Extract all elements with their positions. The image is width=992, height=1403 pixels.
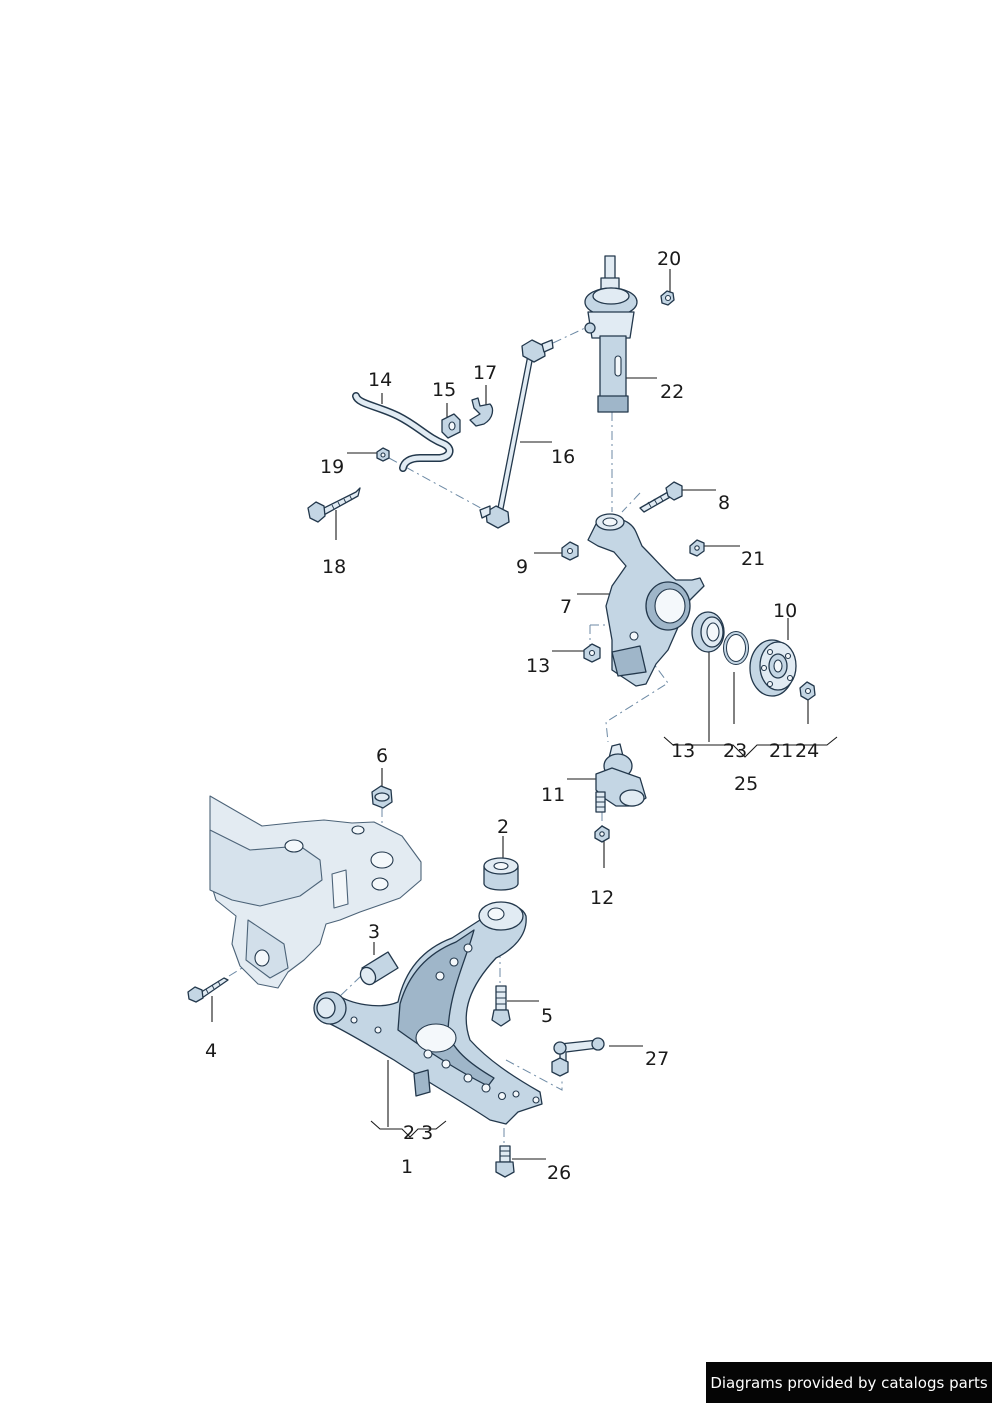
- strut-top-nut: [660, 290, 675, 306]
- circlip: [723, 631, 749, 665]
- credit-footer: Diagrams provided by catalogs parts: [706, 1362, 992, 1403]
- mounting-bush: [359, 951, 399, 986]
- callout-17: 17: [473, 362, 497, 384]
- callout-26: 26: [547, 1162, 571, 1184]
- stabilizer-bush: [441, 413, 461, 439]
- callout-2: 2: [497, 816, 509, 838]
- steering-knuckle: [587, 513, 705, 687]
- link-bracket: [551, 1037, 605, 1077]
- control-arm: [313, 901, 543, 1125]
- stabilizer-bolt: [307, 487, 361, 523]
- stabilizer-nut: [376, 447, 390, 462]
- stabilizer-clamp: [469, 397, 494, 427]
- callout-21-lower: 21: [769, 740, 793, 762]
- callout-27: 27: [645, 1048, 669, 1070]
- callout-15: 15: [432, 379, 456, 401]
- callout-12: 12: [590, 887, 614, 909]
- callout-23: 23: [723, 740, 747, 762]
- callout-19: 19: [320, 456, 344, 478]
- callout-11: 11: [541, 784, 565, 806]
- callout-10: 10: [773, 600, 797, 622]
- strut-assembly: [584, 255, 638, 413]
- ball-joint-nut: [594, 825, 610, 843]
- wishbone-bolt: [491, 985, 511, 1027]
- callout-4: 4: [205, 1040, 217, 1062]
- knuckle-hex-nut: [689, 539, 705, 557]
- callout-9: 9: [516, 556, 528, 578]
- knuckle-lower-nut: [583, 643, 601, 663]
- callout-6: 6: [376, 745, 388, 767]
- callout-20: 20: [657, 248, 681, 270]
- callout-16: 16: [551, 446, 575, 468]
- callout-24: 24: [795, 740, 819, 762]
- subframe-reference: [209, 795, 422, 989]
- callout-7: 7: [560, 596, 572, 618]
- wheel-bearing: [691, 611, 725, 653]
- callout-3: 3: [368, 921, 380, 943]
- subframe-bolt: [187, 977, 229, 1003]
- coupling-rod: [479, 339, 554, 529]
- callout-18: 18: [322, 556, 346, 578]
- callout-25: 25: [734, 773, 758, 795]
- stabilizer-bar: [352, 392, 454, 472]
- ball-joint: [595, 743, 647, 813]
- callout-5: 5: [541, 1005, 553, 1027]
- callout-8: 8: [718, 492, 730, 514]
- callout-13-left: 13: [526, 655, 550, 677]
- callout-22: 22: [660, 381, 684, 403]
- callout-13-right: 13: [671, 740, 695, 762]
- callout-21-upper: 21: [741, 548, 765, 570]
- callout-14: 14: [368, 369, 392, 391]
- callout-group-2-3: 2 3: [403, 1122, 433, 1144]
- knuckle-bolt: [639, 481, 683, 513]
- control-arm-bolt: [495, 1145, 515, 1178]
- callout-1: 1: [401, 1156, 413, 1178]
- knuckle-pinch-nut: [561, 541, 579, 561]
- bonded-rubber-bush: [483, 857, 519, 891]
- hub-nut: [799, 681, 816, 701]
- callout-labels: 1 2 3 4 5 6 7 8 9 10 11 12 13 13 14 15 1…: [205, 248, 819, 1184]
- subframe-nut: [371, 785, 393, 809]
- wheel-hub: [749, 639, 797, 697]
